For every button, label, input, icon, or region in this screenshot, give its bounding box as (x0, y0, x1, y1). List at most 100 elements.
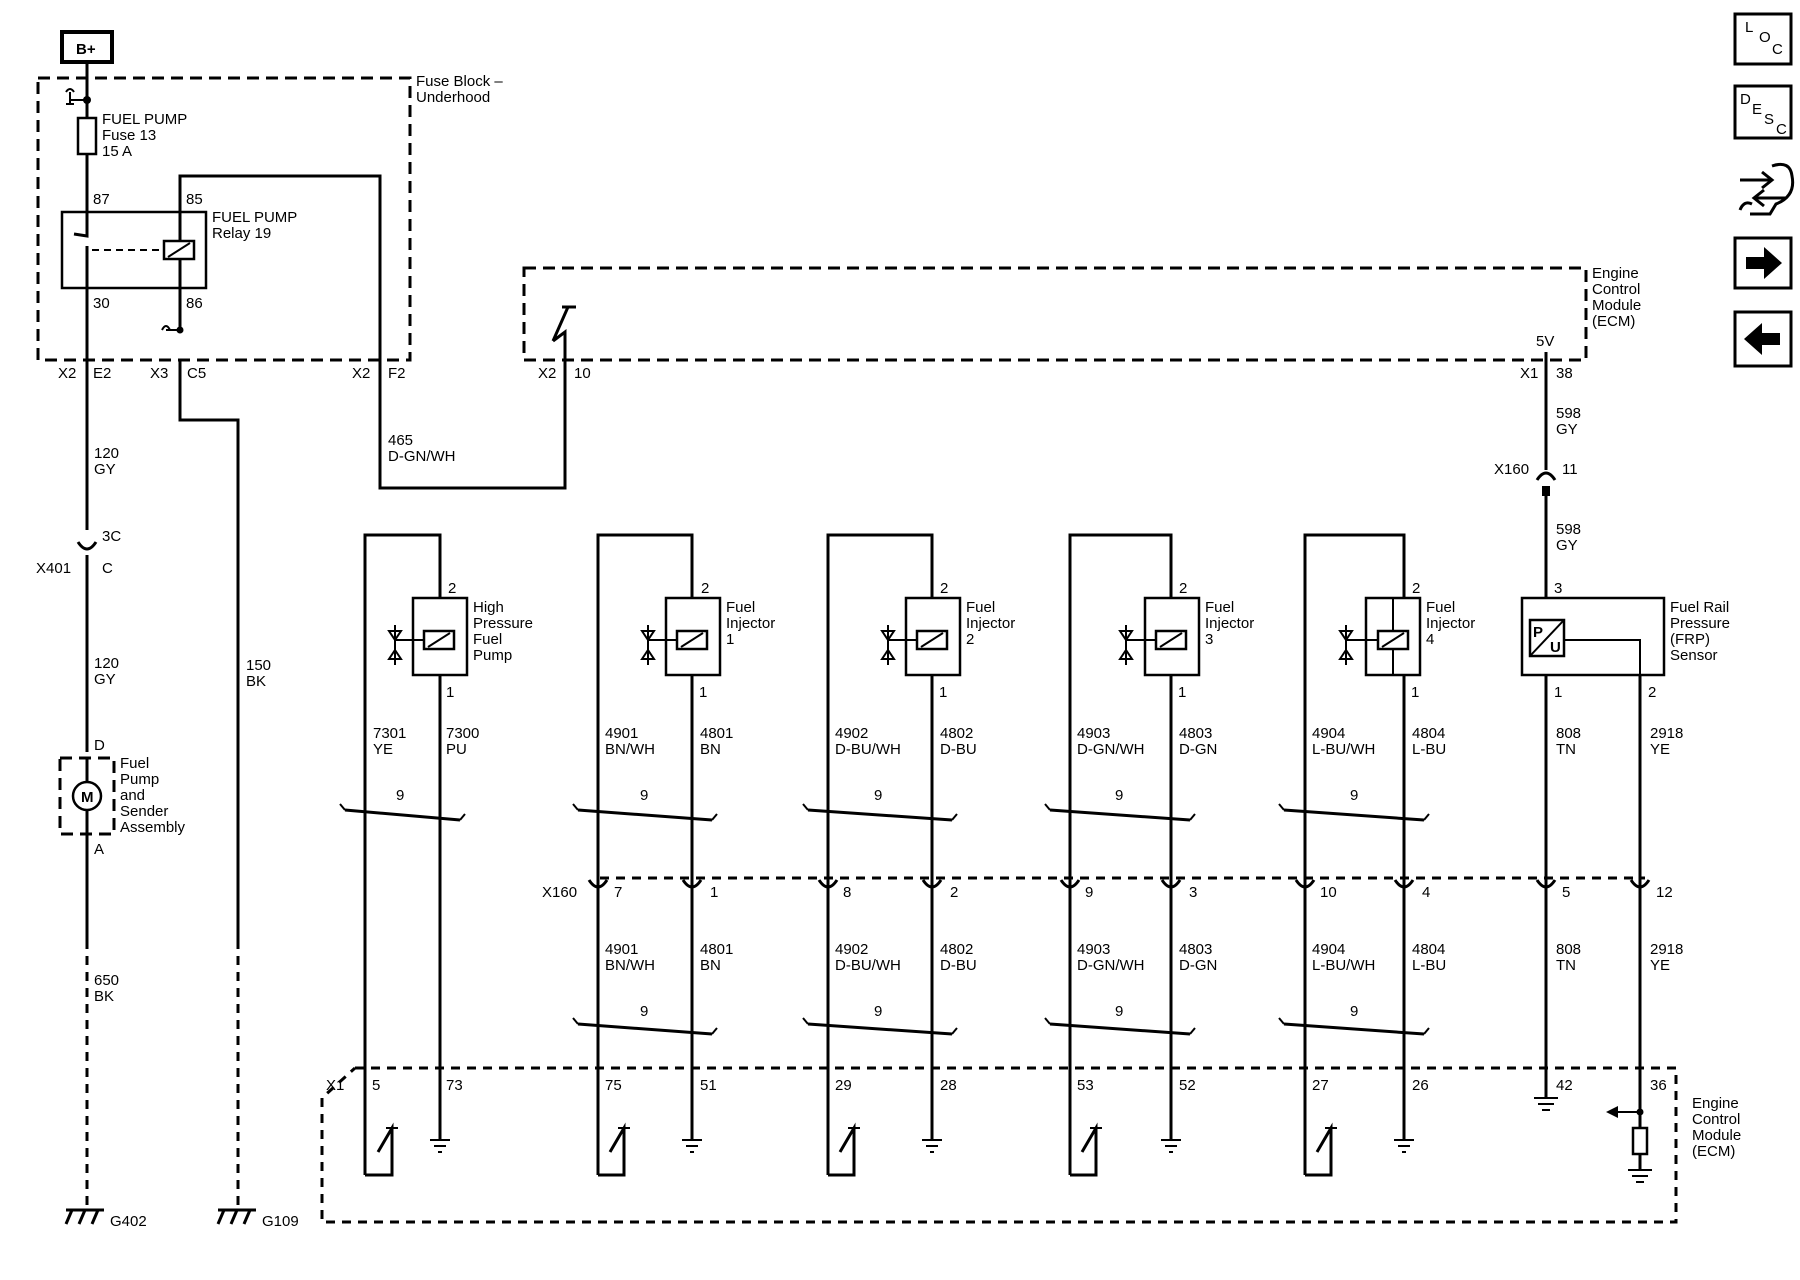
desc-letter-d: D (1740, 91, 1751, 108)
ground-g109-icon (216, 1208, 256, 1225)
x160-pin-8: 8 (843, 884, 851, 901)
arrow-left-icon[interactable] (1733, 310, 1793, 368)
ecm-top-label-1: Engine (1592, 265, 1639, 282)
inj4-label-3: 4 (1426, 631, 1434, 648)
wire-4904b-color: L-BU/WH (1312, 957, 1375, 974)
inj2-pin-1: 1 (939, 684, 947, 701)
frp-sym-p: P (1533, 624, 1543, 641)
connector-tool-icon[interactable] (1738, 162, 1795, 216)
hp-pump-twist-label: 9 (396, 787, 404, 804)
wire-598b-color: GY (1556, 537, 1578, 554)
relay-label-1: FUEL PUMP (212, 209, 297, 226)
ecm-top-label-4: (ECM) (1592, 313, 1635, 330)
wire-4801b-color: BN (700, 957, 721, 974)
inj2-label-1: Fuel (966, 599, 995, 616)
ecm-top-x1: X1 (1520, 365, 1538, 382)
frp-pin-3: 3 (1554, 580, 1562, 597)
ecm-bottom-label-3: Module (1692, 1127, 1741, 1144)
wire-4903b-num: 4903 (1077, 941, 1110, 958)
wire-120b-num: 120 (94, 655, 119, 672)
wire-150-bk (178, 360, 240, 940)
desc-button[interactable]: D E S C (1733, 84, 1793, 140)
injector-1-labels: 2 1 Fuel Injector 1 4901 BN/WH 4801 BN 9… (605, 580, 775, 1094)
relay-pin-87: 87 (93, 191, 110, 208)
inj4-label-1: Fuel (1426, 599, 1455, 616)
conn-x3-c5: X3 (150, 365, 168, 382)
wire-120-num: 120 (94, 445, 119, 462)
ecm-bottom-label-1: Engine (1692, 1095, 1739, 1112)
inj1-label-2: Injector (726, 615, 775, 632)
wire-4801-num: 4801 (700, 725, 733, 742)
pump-pin-d: D (94, 737, 105, 754)
inj3-twist-top: 9 (1115, 787, 1123, 804)
ecm-pin-53: 53 (1077, 1077, 1094, 1094)
wire-4804b-color: L-BU (1412, 957, 1446, 974)
ground-g402-label: G402 (110, 1213, 147, 1230)
desc-letter-c: C (1776, 121, 1787, 138)
wire-808b-num: 808 (1556, 941, 1581, 958)
x160-pin-7: 7 (614, 884, 622, 901)
fuel-injector-4 (1278, 533, 1430, 1177)
inj1-label-3: 1 (726, 631, 734, 648)
inj3-pin-1: 1 (1178, 684, 1186, 701)
ecm-pin-75: 75 (605, 1077, 622, 1094)
hp-pump-pin-1: 1 (446, 684, 454, 701)
fuel-injector-1 (572, 533, 722, 1177)
hp-pump-label-4: Pump (473, 647, 512, 664)
wire-4803-color: D-GN (1179, 741, 1217, 758)
pump-label-4: Sender (120, 803, 168, 820)
fuel-injector-3 (1044, 533, 1201, 1177)
ecm-bottom-label-4: (ECM) (1692, 1143, 1735, 1160)
wire-4802b-color: D-BU (940, 957, 977, 974)
injector-3-labels: 2 1 Fuel Injector 3 4903 D-GN/WH 4803 D-… (1077, 580, 1254, 1094)
x401-label: X401 (36, 560, 71, 577)
inj4-label-2: Injector (1426, 615, 1475, 632)
conn-x2-f2: X2 (352, 365, 370, 382)
ecm-bottom-label-2: Control (1692, 1111, 1740, 1128)
x401-pin-3c: 3C (102, 528, 121, 545)
x160-pin-9: 9 (1085, 884, 1093, 901)
ground-g109-label: G109 (262, 1213, 299, 1230)
ecm-bottom-module (320, 1066, 1678, 1224)
hp-pump-label-1: High (473, 599, 504, 616)
x160-mid-label: X160 (542, 884, 577, 901)
wire-4902b-color: D-BU/WH (835, 957, 901, 974)
wire-465 (378, 360, 567, 490)
wire-4904b-num: 4904 (1312, 941, 1345, 958)
relay-label-2: Relay 19 (212, 225, 271, 242)
wire-650-color: BK (94, 988, 114, 1005)
pump-label-5: Assembly (120, 819, 186, 836)
fuse-label-3: 15 A (102, 143, 132, 160)
hp-pump-twist-icon (344, 808, 461, 822)
ecm-top-pin-10: 10 (574, 365, 591, 382)
wire-465-color: D-GN/WH (388, 448, 456, 465)
battery-power-source: B+ (60, 30, 114, 64)
wire-4804-num: 4804 (1412, 725, 1445, 742)
inj1-label-1: Fuel (726, 599, 755, 616)
wire-120b-color: GY (94, 671, 116, 688)
motor-label: M (81, 789, 94, 806)
pump-label-2: Pump (120, 771, 159, 788)
inj2-twist-bot: 9 (874, 1003, 882, 1020)
wire-4802b-num: 4802 (940, 941, 973, 958)
relay-pin-30: 30 (93, 295, 110, 312)
arrow-right-icon[interactable] (1733, 236, 1793, 290)
loc-button[interactable]: L O C (1733, 12, 1793, 66)
injector-4-labels: 2 1 Fuel Injector 4 4904 L-BU/WH 4804 L-… (1312, 580, 1475, 1094)
wire-465-num: 465 (388, 432, 413, 449)
frp-sym-u: U (1550, 639, 1561, 656)
x160-pin-10: 10 (1320, 884, 1337, 901)
x160-top-label: X160 (1494, 461, 1529, 478)
fuse-block-underhood (36, 76, 412, 362)
wire-4903-color: D-GN/WH (1077, 741, 1145, 758)
wire-4901b-num: 4901 (605, 941, 638, 958)
inj2-twist-top: 9 (874, 787, 882, 804)
ecm-top-x2: X2 (538, 365, 556, 382)
inj2-label-3: 2 (966, 631, 974, 648)
pump-label-1: Fuel (120, 755, 149, 772)
ecm-top-module (522, 266, 1588, 362)
fuel-pump-fuse (76, 116, 98, 156)
frp-label-3: (FRP) (1670, 631, 1710, 648)
x160-top-pin: 11 (1562, 461, 1578, 478)
wire-4901-color: BN/WH (605, 741, 655, 758)
